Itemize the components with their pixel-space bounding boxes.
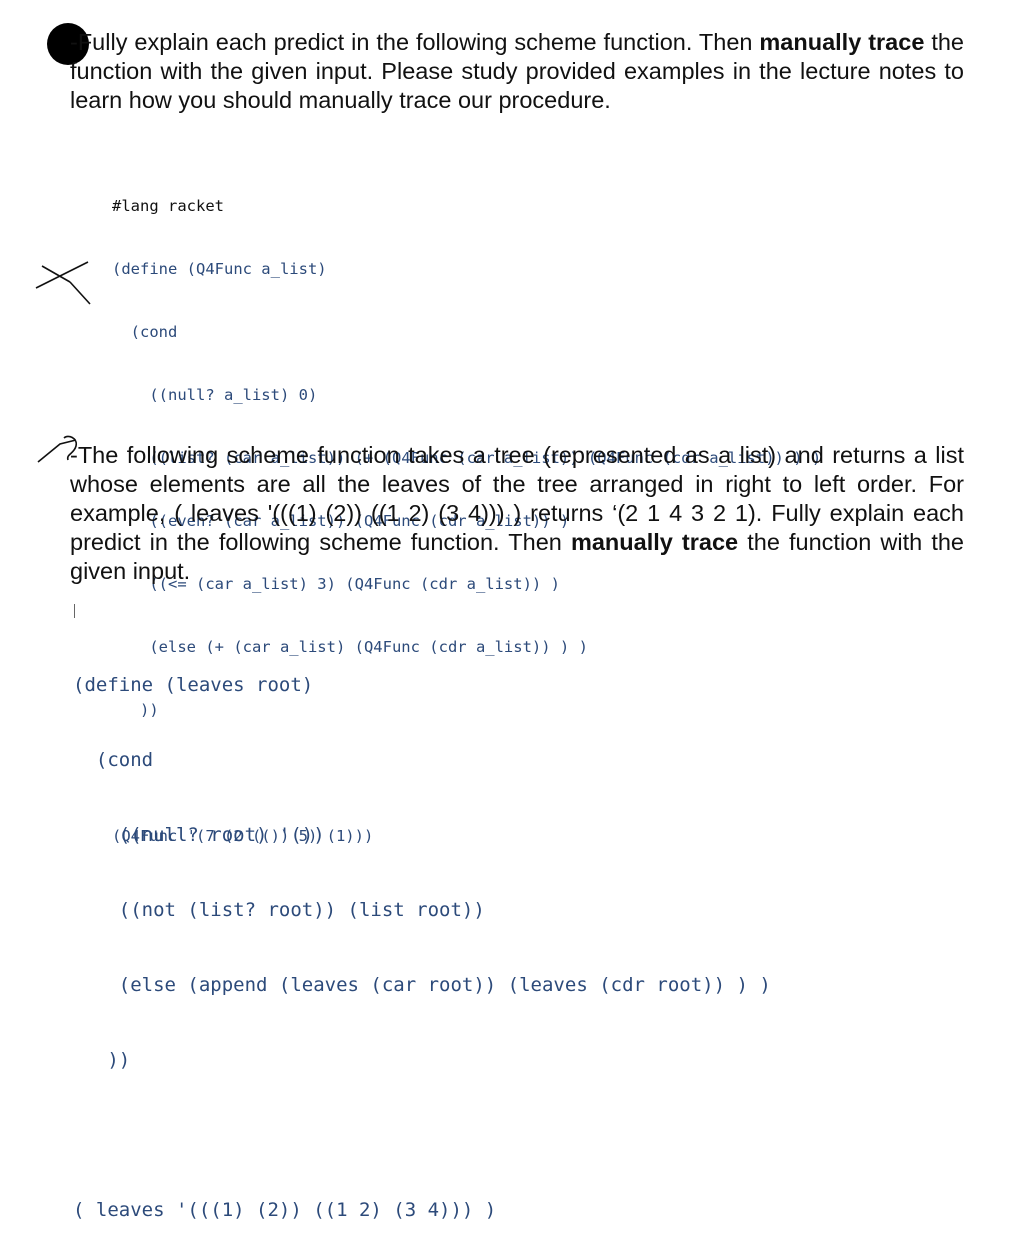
code-line: ((null? a_list) 0): [112, 386, 318, 404]
code-line: (cond: [112, 323, 178, 341]
q5-code-block: (define (leaves root) (cond ((null? root…: [73, 623, 771, 1248]
code-line: ((not (list? root)) (list root)): [73, 899, 485, 921]
pen-mark: [37, 435, 78, 463]
q4-code-block: #lang racket (define (Q4Func a_list) (co…: [112, 154, 821, 868]
code-line: (else (+ (car a_list) (Q4Func (cdr a_lis…: [112, 638, 588, 656]
code-line: ((list? (car a_list)) (+ (Q4Func (car a_…: [112, 449, 822, 467]
code-line: )): [112, 701, 159, 719]
code-line: ((null? root) '()): [73, 824, 325, 846]
question-4-text: -Fully explain each predict in the follo…: [70, 29, 964, 113]
code-line: )): [73, 1049, 131, 1071]
pen-mark: [35, 261, 91, 305]
code-line: ((even? (car a_list)) (Q4Func (cdr a_lis…: [112, 512, 570, 530]
code-line: ((<= (car a_list) 3) (Q4Func (cdr a_list…: [112, 575, 560, 593]
bullet-mark: [47, 23, 89, 65]
code-line: (cond: [73, 749, 154, 771]
code-line: #lang racket: [112, 197, 224, 215]
code-line: (define (leaves root): [73, 674, 314, 696]
code-call: ( leaves '(((1) (2)) ((1 2) (3 4))) ): [73, 1199, 497, 1221]
text-cursor: [74, 604, 75, 618]
question-5-text: -The following scheme function takes a t…: [70, 442, 964, 584]
code-line: (define (Q4Func a_list): [112, 260, 327, 278]
code-line: (else (append (leaves (car root)) (leave…: [73, 974, 771, 996]
code-call: (Q4Func '(7 (2 (()) 5) (1))): [112, 827, 374, 845]
